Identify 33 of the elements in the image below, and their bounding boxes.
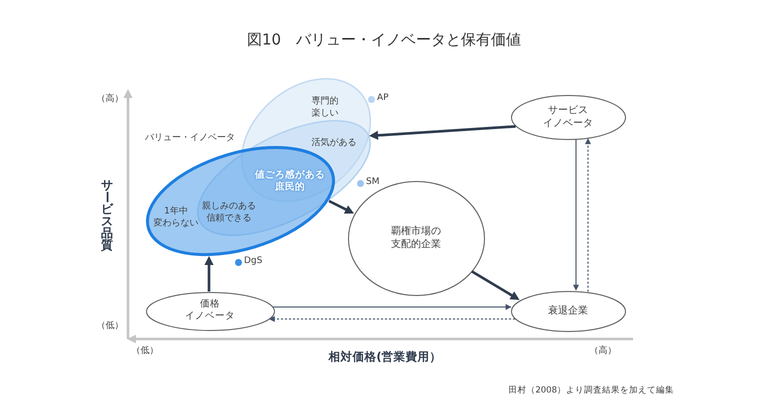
dashed-arrow <box>585 138 591 292</box>
x-axis-title: 相対価格(営業費用） <box>328 350 442 364</box>
axis-end-label: （低） <box>132 346 158 358</box>
oval-node <box>146 292 274 330</box>
thick-arrow <box>204 256 214 292</box>
node-label: 親しみのある信頼できる <box>202 201 256 225</box>
node-label: 衰退企業 <box>548 304 588 318</box>
marker-label: DgS <box>244 256 262 268</box>
node-label: 価格イノベータ <box>185 298 235 324</box>
arrow <box>272 304 512 310</box>
marker-label: SM <box>366 177 380 189</box>
thick-arrow <box>471 270 520 300</box>
axis-end-label: （高） <box>590 346 616 358</box>
caption: 田村（2008）より調査結果を加えて編集 <box>508 385 674 397</box>
dashed-arrow <box>268 316 516 322</box>
group-label: バリュー・イノベータ <box>145 133 235 145</box>
node-label: 専門的楽しい <box>311 96 338 120</box>
axis-end-label: （高） <box>96 94 124 106</box>
thick-arrow <box>328 200 354 214</box>
node-label: 1年中変わらない <box>153 206 198 230</box>
marker-label: AP <box>377 93 389 105</box>
oval-node <box>510 290 626 332</box>
axis-end-label: （低） <box>96 321 124 333</box>
node-label: 活気がある <box>311 138 356 150</box>
node-label: サービスイノベータ <box>543 104 593 130</box>
node-label: 覇権市場の支配的企業 <box>391 225 441 251</box>
y-axis-title: サービス品質 <box>101 179 113 251</box>
node-label: 値ごろ感がある庶民的 <box>254 170 325 194</box>
arrow <box>573 138 579 291</box>
highlighted-ellipse <box>146 146 336 256</box>
oval-node <box>510 94 626 140</box>
diagram-title: 図10 バリュー・イノベータと保有価値 <box>246 30 522 50</box>
thick-arrow <box>369 125 516 140</box>
